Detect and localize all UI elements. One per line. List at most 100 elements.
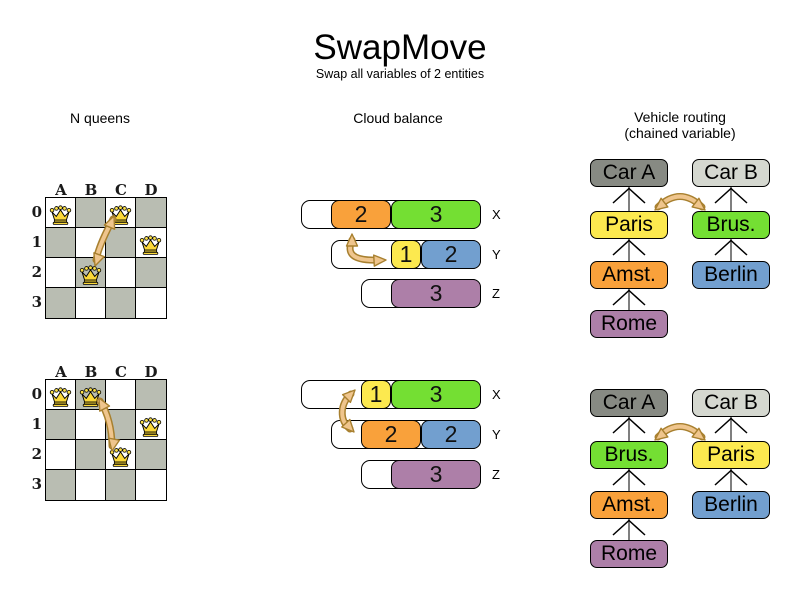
board-col-label-D: D	[144, 181, 158, 199]
board-cell-A2	[46, 258, 76, 288]
chain-arrow	[612, 519, 646, 540]
board-cell-C0	[106, 380, 136, 410]
vehicle-node-rome: Rome	[590, 310, 668, 338]
queen-icon	[49, 205, 72, 225]
cloud-process-block: 1	[361, 380, 391, 409]
cloud-process-block: 2	[421, 420, 481, 449]
queen-icon	[109, 205, 132, 225]
cloud-computer-label-Z: Z	[492, 286, 500, 301]
cloud-computer-label-X: X	[492, 387, 501, 402]
chain-arrow	[612, 469, 646, 491]
cloud-process-block: 3	[391, 380, 481, 409]
vehicle-node-berlin: Berlin	[692, 491, 770, 519]
board-cell-B1	[76, 410, 106, 440]
chain-arrow	[714, 469, 748, 491]
board-grid	[45, 379, 167, 501]
cloud-process-block: 1	[391, 240, 421, 269]
board-cell-B1	[76, 228, 106, 258]
board-cell-C2	[106, 440, 136, 470]
cloud-computer-label-Y: Y	[492, 427, 501, 442]
board-cell-C1	[106, 410, 136, 440]
cloud-process-block: 3	[391, 279, 481, 308]
cloud-process-block: 3	[391, 200, 481, 229]
board-cell-D1	[136, 228, 166, 258]
section-header-nqueens: N queens	[70, 110, 130, 126]
board-col-label-A: A	[55, 363, 67, 381]
board-cell-D2	[136, 440, 166, 470]
board-cell-A0	[46, 198, 76, 228]
vehicle-node-amst: Amst.	[590, 491, 668, 519]
board-cell-C1	[106, 228, 136, 258]
board-row-label-2: 2	[31, 445, 42, 463]
chain-arrow	[612, 187, 646, 211]
cloud-process-block: 2	[421, 240, 481, 269]
vehicle-node-paris: Paris	[692, 441, 770, 469]
queen-icon	[139, 417, 162, 437]
board-cell-B2	[76, 440, 106, 470]
cloud-process-block: 2	[331, 200, 391, 229]
board-cell-B3	[76, 470, 106, 500]
board-cell-C3	[106, 288, 136, 318]
queen-icon	[79, 387, 102, 407]
cloud-process-block: 3	[391, 460, 481, 489]
board-grid	[45, 197, 167, 319]
page-subtitle: Swap all variables of 2 entities	[315, 67, 485, 81]
board-cell-C0	[106, 198, 136, 228]
queen-icon	[79, 265, 102, 285]
vehicle-node-berlin: Berlin	[692, 261, 770, 289]
queen-icon	[109, 447, 132, 467]
board-cell-D0	[136, 380, 166, 410]
board-row-label-2: 2	[31, 263, 42, 281]
board-row-label-0: 0	[31, 203, 42, 221]
vehicle-node-brus: Brus.	[692, 211, 770, 239]
section-header-vehicle-line2: (chained variable)	[624, 124, 736, 141]
board-cell-D3	[136, 288, 166, 318]
vehicle-node-carb: Car B	[692, 389, 770, 417]
queen-icon	[139, 235, 162, 255]
board-cell-D0	[136, 198, 166, 228]
cloud-computer-label-Z: Z	[492, 467, 500, 482]
chain-arrow	[612, 239, 646, 261]
board-col-label-C: C	[115, 363, 127, 381]
board-row-label-1: 1	[31, 415, 42, 433]
board-cell-A1	[46, 228, 76, 258]
board-row-label-3: 3	[31, 475, 42, 493]
chain-arrow	[612, 289, 646, 310]
cloud-computer-label-Y: Y	[492, 247, 501, 262]
vehicle-node-brus: Brus.	[590, 441, 668, 469]
cloud-computer-label-X: X	[492, 207, 501, 222]
board-row-label-0: 0	[31, 385, 42, 403]
vehicle-node-cara: Car A	[590, 159, 668, 187]
queen-icon	[49, 387, 72, 407]
board-cell-A0	[46, 380, 76, 410]
page-title: SwapMove	[313, 28, 487, 67]
board-cell-A2	[46, 440, 76, 470]
board-row-label-1: 1	[31, 233, 42, 251]
board-cell-B0	[76, 380, 106, 410]
board-col-label-B: B	[84, 181, 98, 199]
board-cell-B3	[76, 288, 106, 318]
board-cell-D1	[136, 410, 166, 440]
board-cell-A3	[46, 470, 76, 500]
board-row-labels: 0 1 2 3	[25, 379, 42, 499]
board-cell-C3	[106, 470, 136, 500]
vehicle-node-paris: Paris	[590, 211, 668, 239]
vehicle-node-rome: Rome	[590, 540, 668, 568]
vehicle-node-amst: Amst.	[590, 261, 668, 289]
board-col-label-A: A	[55, 181, 67, 199]
cloud-process-block: 2	[361, 420, 421, 449]
board-cell-A3	[46, 288, 76, 318]
board-cell-C2	[106, 258, 136, 288]
chain-arrow	[612, 417, 646, 441]
section-header-vehicle-line1: Vehicle routing	[634, 109, 726, 125]
chain-arrow	[714, 239, 748, 261]
board-row-label-3: 3	[31, 293, 42, 311]
vehicle-node-carb: Car B	[692, 159, 770, 187]
board-col-label-C: C	[115, 181, 127, 199]
chain-arrow	[714, 187, 748, 211]
